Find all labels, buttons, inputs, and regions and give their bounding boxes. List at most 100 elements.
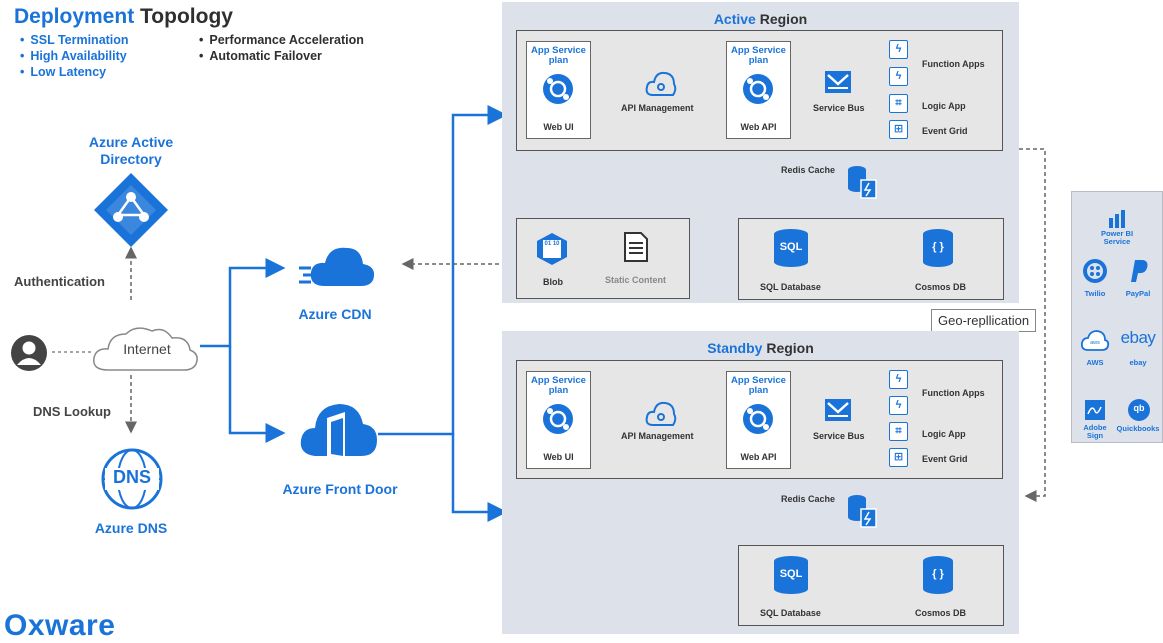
- sql-database-label: SQL Database: [760, 608, 821, 618]
- active-data-tier: SQL SQL Database { } Cosmos DB: [738, 218, 1004, 300]
- ebay-label: ebay: [1129, 358, 1147, 367]
- plan-line: App Service: [731, 375, 786, 386]
- function-apps-label: Function Apps: [922, 388, 985, 398]
- twilio-icon: [1083, 259, 1107, 283]
- event-grid-label: Event Grid: [922, 126, 968, 136]
- cosmos-db-icon: [923, 229, 953, 267]
- adobe-sign-label: Adobe Sign: [1076, 424, 1114, 440]
- adobe-sign-label-line: Adobe: [1083, 423, 1107, 432]
- redis-cache-label: Redis Cache: [781, 165, 836, 175]
- internet-cloud-icon: [93, 327, 198, 371]
- web-api-service: App Service plan Web API: [726, 41, 791, 139]
- adobe-sign-label-line: Sign: [1086, 431, 1104, 440]
- plan-line: plan: [548, 385, 569, 396]
- web-ui-service: App Service plan Web UI: [526, 41, 591, 139]
- redis-cache-label: Redis Cache: [781, 494, 836, 504]
- logic-app-icon: ⌗: [889, 94, 908, 113]
- blob-icon: [537, 233, 567, 265]
- quickbooks-icon: [1128, 399, 1150, 421]
- sql-database-icon: [774, 556, 808, 594]
- region-title-rest: Region: [766, 340, 814, 356]
- aad-label: Azure Active Directory: [66, 134, 196, 168]
- quickbooks-icon-text: qb: [1133, 403, 1145, 413]
- static-content-label: Static Content: [605, 275, 667, 285]
- function-app-icon: ϟ: [889, 40, 908, 59]
- authentication-label: Authentication: [14, 274, 105, 289]
- ebay-logo: ebay: [1120, 328, 1156, 347]
- aws-icon-text: aws: [1090, 340, 1100, 346]
- feature-item: Low Latency: [20, 64, 129, 80]
- function-app-icon: ϟ: [889, 370, 908, 389]
- app-service-icon: [543, 74, 573, 104]
- cosmos-db-label: Cosmos DB: [915, 282, 967, 292]
- twilio-label: Twilio: [1084, 289, 1106, 298]
- app-service-icon: [743, 74, 773, 104]
- diagram-title: Deployment Topology: [14, 5, 233, 29]
- dns-lookup-label: DNS Lookup: [33, 404, 111, 419]
- power-bi-label-line: Service: [1103, 237, 1131, 246]
- blob-label: Blob: [543, 277, 563, 287]
- standby-region-title: Standby Region: [502, 340, 1019, 356]
- front-door-label: Azure Front Door: [282, 481, 398, 497]
- web-api-label: Web API: [740, 452, 777, 462]
- title-rest: Topology: [140, 5, 233, 28]
- feature-list-right: Performance Acceleration Automatic Failo…: [189, 32, 363, 64]
- quickbooks-label: Quickbooks: [1116, 424, 1160, 433]
- aws-cloud-icon: [1080, 330, 1110, 351]
- front-door-icon: [300, 404, 377, 460]
- region-title-rest: Region: [759, 11, 808, 27]
- standby-app-tier: App Service plan Web UI API Management A…: [516, 360, 1003, 479]
- aws-label: AWS: [1086, 358, 1104, 367]
- internet-label: Internet: [123, 341, 171, 357]
- web-ui-label: Web UI: [543, 452, 574, 462]
- standby-region: Standby Region App Service plan Web UI A…: [502, 331, 1019, 634]
- web-ui-label: Web UI: [543, 122, 574, 132]
- redis-cache-icon: [848, 166, 877, 199]
- plan-label: App Service plan: [527, 46, 590, 66]
- service-bus-label: Service Bus: [813, 431, 865, 441]
- web-ui-service: App Service plan Web UI: [526, 371, 591, 469]
- logic-app-label: Logic App: [922, 101, 966, 111]
- brand-logo: Oxware: [4, 609, 116, 642]
- app-service-icon: [743, 404, 773, 434]
- aad-label-line: Azure Active: [88, 134, 174, 150]
- plan-line: App Service: [531, 375, 586, 386]
- plan-line: plan: [548, 55, 569, 66]
- standby-data-tier: SQL SQL Database { } Cosmos DB: [738, 545, 1004, 626]
- cosmos-icon-text: { }: [932, 568, 944, 580]
- function-apps-label: Function Apps: [922, 59, 985, 69]
- redis-cache-icon: [848, 495, 877, 528]
- plan-label: App Service plan: [727, 46, 790, 66]
- active-app-tier: App Service plan Web UI API Management A…: [516, 30, 1003, 151]
- cdn-cloud-icon: [299, 247, 375, 286]
- title-accent: Deployment: [14, 5, 135, 28]
- feature-list-left: SSL Termination High Availability Low La…: [6, 32, 129, 80]
- feature-item: High Availability: [20, 48, 129, 64]
- dns-icon-text: DNS: [112, 467, 151, 487]
- api-management-icon: [645, 71, 677, 96]
- user-icon: [11, 335, 47, 371]
- cosmos-db-label: Cosmos DB: [915, 608, 967, 618]
- event-grid-icon: ⊞: [889, 120, 908, 139]
- function-app-icon: ϟ: [889, 67, 908, 86]
- service-bus-icon: [825, 399, 851, 421]
- service-bus-label: Service Bus: [813, 103, 865, 113]
- event-grid-icon: ⊞: [889, 448, 908, 467]
- function-app-icon: ϟ: [889, 396, 908, 415]
- cosmos-icon-text: { }: [932, 241, 944, 253]
- sql-database-icon: [774, 229, 808, 267]
- aad-label-line: Directory: [100, 151, 162, 167]
- event-grid-label: Event Grid: [922, 454, 968, 464]
- adobe-sign-icon: [1085, 400, 1105, 420]
- plan-line: App Service: [731, 45, 786, 56]
- api-management-icon: [645, 401, 677, 426]
- power-bi-icon: [1109, 210, 1125, 228]
- sql-database-label: SQL Database: [760, 282, 821, 292]
- app-service-icon: [543, 404, 573, 434]
- feature-item: Performance Acceleration: [199, 32, 363, 48]
- sql-icon-text: SQL: [779, 568, 803, 580]
- blob-icon-text: 01 10: [544, 241, 560, 247]
- api-management-label: API Management: [621, 103, 694, 113]
- plan-label: App Service plan: [527, 376, 590, 396]
- azure-ad-icon: [94, 173, 168, 247]
